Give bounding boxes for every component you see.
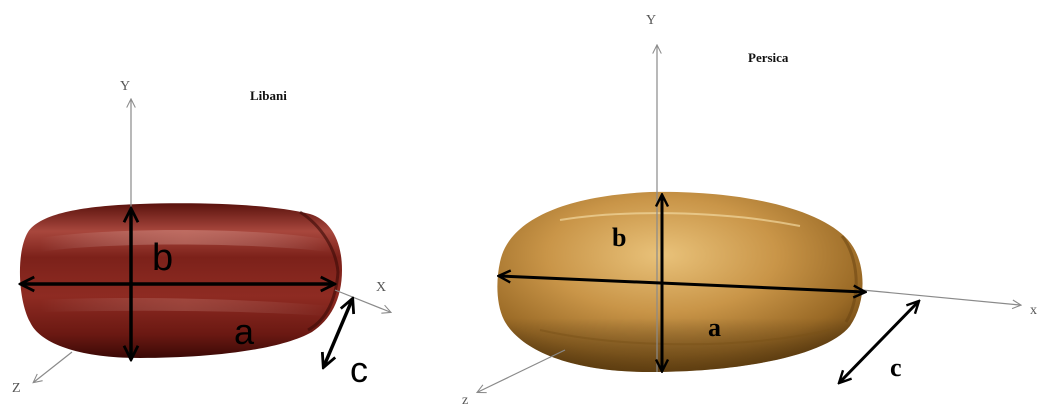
z-axis-label: z xyxy=(462,393,468,408)
libani-seed-image xyxy=(19,203,343,358)
panel-persica: Persica Y x z b a c xyxy=(462,13,1037,408)
z-axis xyxy=(34,351,73,382)
dimension-b-label: b xyxy=(612,223,626,252)
dimension-c-arrow xyxy=(840,302,918,382)
x-axis-label: X xyxy=(376,280,386,295)
dimension-a-arrow xyxy=(500,276,864,292)
dimension-c-label: c xyxy=(350,349,368,390)
panel-libani: Libani Y X Z b a c xyxy=(12,79,390,396)
dimension-c-label: c xyxy=(890,353,902,382)
persica-seed-image xyxy=(497,191,863,372)
dimension-a-label: a xyxy=(708,313,721,342)
panel-title: Libani xyxy=(250,88,287,103)
x-axis xyxy=(861,289,1020,305)
z-axis-label: Z xyxy=(12,381,21,396)
dimension-a-label: a xyxy=(234,311,255,352)
y-axis-label: Y xyxy=(120,79,130,94)
z-axis xyxy=(478,349,566,392)
x-axis-label: x xyxy=(1030,303,1037,318)
y-axis-label: Y xyxy=(646,13,656,28)
panel-title: Persica xyxy=(748,50,789,65)
dimension-b-label: b xyxy=(152,237,173,279)
dimension-c-arrow xyxy=(324,300,352,366)
x-axis xyxy=(334,289,390,312)
